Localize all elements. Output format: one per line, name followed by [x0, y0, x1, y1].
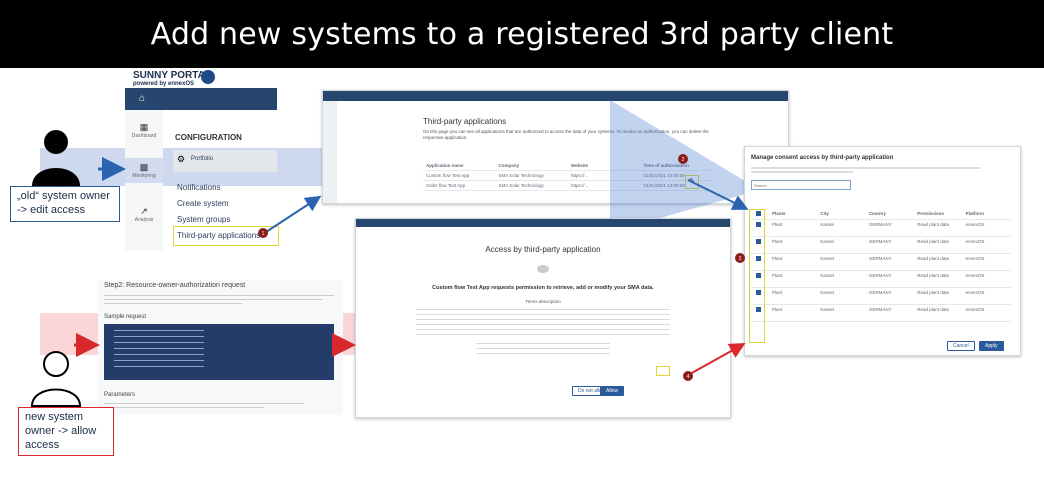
page-title: Add new systems to a registered 3rd part…: [0, 0, 1044, 68]
third-party-header: [323, 91, 788, 101]
manage-heading: Manage consent access by third-party app…: [751, 155, 894, 161]
step2-doc: Step2: Resource-owner-authorization requ…: [98, 280, 343, 415]
app-logo: [537, 265, 549, 273]
parameters-label: Parameters: [104, 392, 136, 398]
access-subject: Custom flow Test App requests permission…: [432, 285, 654, 291]
access-header: [356, 219, 730, 227]
badge-2: 2: [682, 157, 685, 163]
badge-3: 3: [739, 256, 742, 262]
apply-button[interactable]: Apply: [979, 341, 1004, 351]
menu-system-groups[interactable]: System groups: [177, 215, 231, 224]
ennexos-logo: [201, 70, 215, 84]
sample-request-label: Sample request: [104, 314, 147, 320]
home-bar[interactable]: ⌂: [125, 88, 277, 110]
step2-heading: Step2: Resource-owner-authorization requ…: [104, 282, 246, 289]
menu-third-party-highlight[interactable]: Third-party applications: [173, 226, 279, 246]
portfolio-item[interactable]: ⚙ Portfolio: [173, 150, 277, 172]
third-party-intro: On this page you can see all application…: [423, 129, 709, 140]
sample-request-code: [104, 324, 334, 380]
terms-text-2: [476, 343, 610, 355]
portfolio-icon: ⚙: [177, 154, 186, 164]
checkbox-column-highlight: [749, 209, 765, 343]
third-party-heading: Third-party applications: [423, 117, 507, 126]
badge-4: 4: [687, 374, 690, 380]
dashboard-icon: ▦: [139, 122, 149, 132]
monitor-icon: ▩: [139, 162, 149, 172]
old-owner-person-icon: [32, 130, 80, 186]
blue-arrow-to-dialog: [687, 179, 749, 210]
sidebar-item-dashboard[interactable]: ▦ Dashboard: [125, 122, 163, 139]
manage-intro: [751, 165, 1006, 173]
access-heading: Access by third-party application: [485, 245, 601, 254]
chart-icon: ↗: [140, 206, 148, 216]
sidebar-item-monitoring[interactable]: ▩ Monitoring: [125, 158, 163, 183]
step2-text: [104, 294, 334, 304]
cancel-button[interactable]: Cancel: [947, 341, 975, 351]
red-arrow-to-dialog: [689, 343, 746, 375]
blue-arrow-to-list: [265, 195, 322, 233]
sunny-portal-logo: SUNNY PORTAL: [133, 70, 211, 81]
search-input[interactable]: [751, 180, 851, 190]
new-owner-label: new system owner -> allow access: [18, 407, 114, 457]
parameters-text: [104, 401, 304, 411]
sidebar-item-analysis[interactable]: ↗ Analysis: [125, 206, 163, 223]
third-party-sidebar: [323, 101, 337, 203]
third-party-screenshot: Third-party applications On this page yo…: [322, 90, 789, 204]
step-badges: [258, 154, 745, 381]
terms-text: [416, 309, 670, 335]
sunny-portal-panel: SUNNY PORTAL powered by ennexOS ⌂ ▦ Dash…: [125, 68, 285, 250]
access-screenshot: Access by third-party application Custom…: [355, 218, 731, 418]
side-nav: ▦ Dashboard ▩ Monitoring ↗ Analysis: [125, 110, 163, 250]
old-owner-label: „old“ system owner -> edit access: [10, 186, 120, 222]
sunny-portal-tagline: powered by ennexOS: [133, 81, 195, 87]
edit-link-highlight[interactable]: [656, 366, 670, 376]
config-heading: CONFIGURATION: [175, 133, 242, 142]
home-icon: ⌂: [139, 93, 146, 104]
manage-consent-dialog: Manage consent access by third-party app…: [744, 146, 1021, 356]
badge-1: 1: [262, 231, 265, 237]
third-party-table: Application nameCompanyWebsiteTime of au…: [423, 161, 713, 191]
terms-heading: Terms description: [525, 299, 561, 304]
third-party-table-header: Application nameCompanyWebsiteTime of au…: [423, 161, 713, 171]
allow-button[interactable]: Allow: [600, 386, 624, 396]
new-owner-person-icon: [30, 351, 82, 407]
menu-create-system[interactable]: Create system: [177, 199, 229, 208]
menu-third-party-applications: Third-party applications: [177, 231, 261, 240]
menu-notifications[interactable]: Notifications: [177, 183, 221, 192]
